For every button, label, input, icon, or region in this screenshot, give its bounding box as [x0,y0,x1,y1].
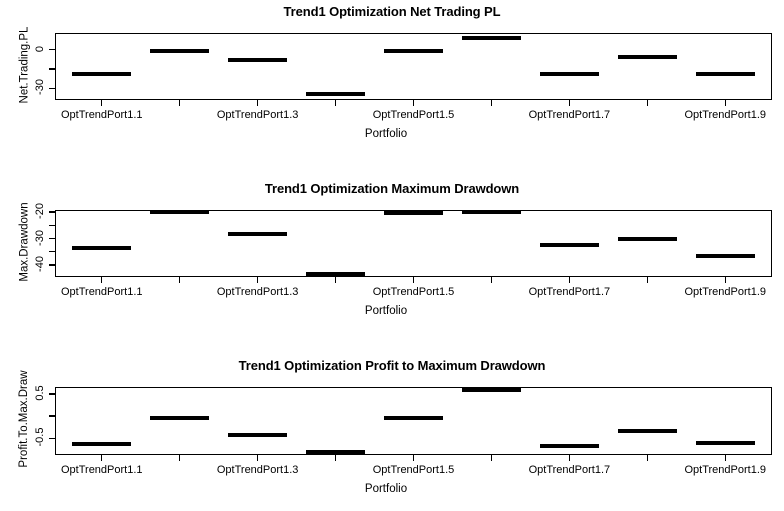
data-bar [539,444,599,449]
y-axis-tick [49,264,55,266]
x-axis-tick [646,277,648,283]
x-axis-tick [412,455,415,461]
x-axis-tick-label: OptTrendPort1.7 [528,109,611,121]
x-axis-tick [646,455,648,461]
x-axis-tick [179,455,181,461]
x-axis-tick [646,100,648,106]
x-axis-tick [256,100,259,106]
x-axis-tick [568,455,571,461]
data-bar [228,231,288,236]
x-axis-label: Portfolio [364,305,408,317]
x-axis-tick [256,277,259,283]
x-axis-tick [412,100,415,106]
x-axis-tick-label: OptTrendPort1.1 [60,286,143,298]
x-axis-tick [101,277,103,283]
data-bar [539,243,599,248]
x-axis-tick-label: OptTrendPort1.5 [372,109,455,121]
y-axis-minor-tick [49,251,55,253]
y-axis-minor-tick [49,415,55,417]
panel-title: Trend1 Optimization Maximum Drawdown [264,181,520,196]
data-bar [228,433,288,438]
x-axis-tick [724,277,726,283]
data-bar [383,49,444,54]
panel-title: Trend1 Optimization Profit to Maximum Dr… [238,358,546,373]
x-axis-tick [568,277,571,283]
y-axis-tick-label: -30 [34,79,46,96]
data-bar [305,450,366,455]
x-axis-tick [179,100,181,106]
x-axis-tick [568,100,571,106]
x-axis-tick [101,455,103,461]
x-axis-tick-label: OptTrendPort1.5 [372,286,455,298]
data-bar [72,72,132,77]
plot-area [55,33,772,100]
x-axis-tick-label: OptTrendPort1.3 [216,464,299,476]
data-bar [72,441,132,446]
y-axis-label: Profit.To.Max.Draw [18,370,30,468]
x-axis-tick [101,100,103,106]
x-axis-tick-label: OptTrendPort1.1 [60,109,143,121]
data-bar [695,440,755,445]
data-bar [695,72,755,77]
x-axis-tick [179,277,181,283]
y-axis-tick-label: -40 [34,256,46,273]
data-bar [72,245,132,250]
x-axis-tick [490,277,493,283]
data-bar [228,58,288,63]
data-bar [461,210,522,215]
x-axis-tick [334,455,337,461]
x-axis-tick [724,100,726,106]
y-axis-minor-tick [49,224,55,226]
x-axis-tick-label: OptTrendPort1.9 [684,286,766,298]
x-axis-tick-label: OptTrendPort1.1 [60,464,143,476]
y-axis-tick-label: -0.5 [34,427,46,447]
plot-area [55,210,772,277]
x-axis-tick [334,100,337,106]
data-bar [150,416,210,421]
data-bar [383,416,444,421]
x-axis-tick-label: OptTrendPort1.3 [216,109,299,121]
data-bar [539,72,599,77]
panel-title: Trend1 Optimization Net Trading PL [283,4,501,19]
x-axis-tick [724,455,726,461]
data-bar [617,236,677,241]
data-bar [461,387,522,392]
x-axis-tick [256,455,259,461]
x-axis-label: Portfolio [364,128,408,140]
x-axis-tick [490,455,493,461]
data-bar [383,211,444,216]
plot-area [55,387,772,455]
x-axis-tick-label: OptTrendPort1.9 [684,109,766,121]
y-axis-tick [49,211,55,213]
x-axis-tick [412,277,415,283]
y-axis-tick-label: 0 [34,45,46,52]
y-axis-label: Max.Drawdown [18,201,30,282]
data-bar [150,49,210,54]
data-bar [305,91,366,96]
y-axis-label: Net.Trading.PL [18,26,30,103]
y-axis-tick [49,237,55,240]
data-bar [617,55,677,60]
x-axis-tick-label: OptTrendPort1.7 [528,286,611,298]
data-bar [305,271,366,276]
data-bar [617,428,677,433]
y-axis-tick [49,437,55,439]
y-axis-minor-tick [49,68,55,70]
y-axis-tick-label: 0.5 [34,385,46,401]
y-axis-tick [49,87,55,90]
y-axis-tick [49,49,55,51]
x-axis-tick-label: OptTrendPort1.7 [528,464,611,476]
x-axis-tick-label: OptTrendPort1.9 [684,464,766,476]
data-bar [150,210,210,214]
y-axis-tick [49,393,55,395]
x-axis-tick [334,277,337,283]
x-axis-tick-label: OptTrendPort1.3 [216,286,299,298]
x-axis-label: Portfolio [364,483,408,495]
x-axis-tick-label: OptTrendPort1.5 [372,464,455,476]
data-bar [461,36,522,41]
x-axis-tick [490,100,493,106]
data-bar [695,253,755,258]
